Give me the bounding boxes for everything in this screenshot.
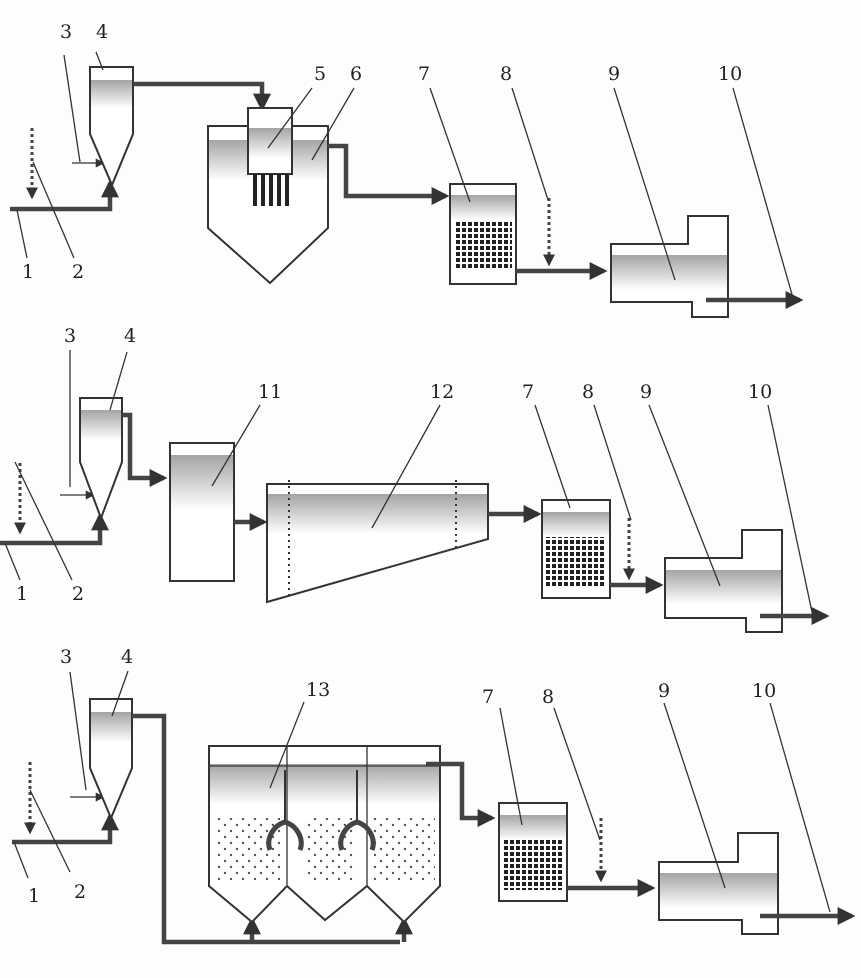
label-13: 13 bbox=[306, 679, 330, 701]
separator-unit-5 bbox=[247, 107, 293, 206]
label-8: 8 bbox=[582, 381, 594, 403]
feed-pipe-3 bbox=[12, 812, 119, 845]
hydrocyclone-4 bbox=[89, 698, 133, 821]
label-3: 3 bbox=[60, 21, 72, 43]
label-10: 10 bbox=[748, 381, 772, 403]
filter-7 bbox=[541, 499, 611, 599]
label-2: 2 bbox=[72, 583, 84, 605]
label-2: 2 bbox=[74, 881, 86, 903]
reservoir-9 bbox=[658, 832, 779, 935]
label-10: 10 bbox=[718, 63, 742, 85]
label-12: 12 bbox=[430, 381, 454, 403]
label-4: 4 bbox=[124, 325, 136, 347]
thickener-outlet-pipe bbox=[426, 761, 496, 827]
label-3: 3 bbox=[64, 325, 76, 347]
label-11: 11 bbox=[258, 381, 282, 403]
cyclone-overflow-pipe-1 bbox=[133, 81, 271, 112]
label-4: 4 bbox=[121, 646, 133, 668]
tank-outlet-pipe-1 bbox=[328, 143, 450, 205]
label-1: 1 bbox=[28, 885, 40, 907]
drum-12 bbox=[266, 480, 489, 604]
label-1: 1 bbox=[16, 583, 28, 605]
reservoir-9 bbox=[610, 215, 729, 318]
label-9: 9 bbox=[658, 680, 670, 702]
label-7: 7 bbox=[482, 686, 494, 708]
feed-pipe-2 bbox=[0, 512, 109, 546]
thickener-13 bbox=[208, 745, 441, 924]
label-10: 10 bbox=[752, 680, 776, 702]
label-8: 8 bbox=[542, 686, 554, 708]
cyclone-overflow-pipe-3 bbox=[132, 713, 400, 945]
label-2: 2 bbox=[72, 261, 84, 283]
hydrocyclone-4 bbox=[89, 66, 134, 188]
scheme-1: 3 4 5 6 7 8 9 10 1 2 bbox=[10, 21, 804, 318]
label-8: 8 bbox=[500, 63, 512, 85]
label-7: 7 bbox=[522, 381, 534, 403]
label-1: 1 bbox=[22, 261, 34, 283]
label-7: 7 bbox=[418, 63, 430, 85]
label-6: 6 bbox=[350, 63, 362, 85]
reservoir-9 bbox=[664, 529, 783, 633]
label-9: 9 bbox=[640, 381, 652, 403]
label-9: 9 bbox=[608, 63, 620, 85]
label-5: 5 bbox=[314, 63, 326, 85]
scheme-2: 3 4 11 12 7 8 9 10 1 2 bbox=[0, 325, 830, 633]
hydrocyclone-4 bbox=[79, 397, 123, 521]
filter-7 bbox=[449, 183, 517, 285]
feed-pipe-1 bbox=[10, 179, 119, 212]
label-3: 3 bbox=[60, 646, 72, 668]
label-4: 4 bbox=[96, 21, 108, 43]
unit-11 bbox=[169, 442, 235, 582]
filter-7 bbox=[498, 802, 568, 902]
cyclone-overflow-pipe-2 bbox=[122, 412, 168, 487]
scheme-3: 3 4 13 7 8 9 10 1 2 bbox=[12, 646, 856, 945]
